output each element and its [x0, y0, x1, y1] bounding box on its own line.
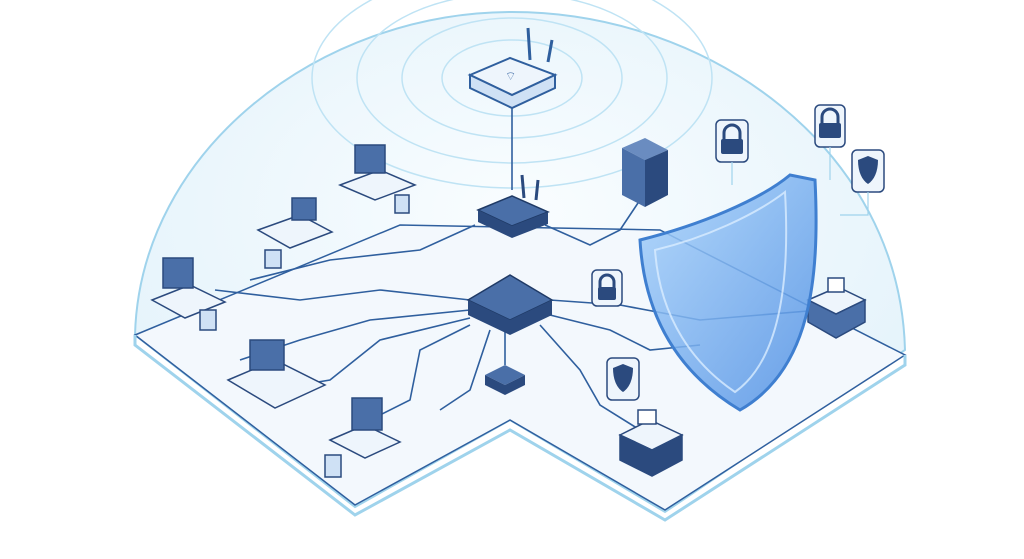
printer [806, 277, 867, 339]
network-switch [466, 274, 554, 335]
laptop-desk [256, 197, 334, 269]
floor-edge [133, 335, 907, 522]
lock-connector-lines [731, 147, 869, 216]
wifi-router: ⌔ [467, 27, 558, 110]
desktop-workstation [324, 397, 402, 478]
desktop-workstation [150, 257, 227, 331]
router [476, 174, 550, 238]
padlock-icon [715, 119, 749, 163]
shield-icon [638, 173, 818, 412]
desktop-workstation [337, 144, 418, 214]
padlock-icon [591, 269, 623, 307]
server [622, 138, 668, 207]
padlock-icon [814, 104, 846, 148]
shield-badge-icon [851, 149, 885, 193]
hub [485, 365, 525, 395]
printer [618, 409, 684, 477]
network-cables [214, 105, 821, 431]
wifi-icon: ⌔ [505, 69, 516, 83]
shield-badge-icon [606, 357, 640, 401]
laptop [226, 339, 327, 409]
